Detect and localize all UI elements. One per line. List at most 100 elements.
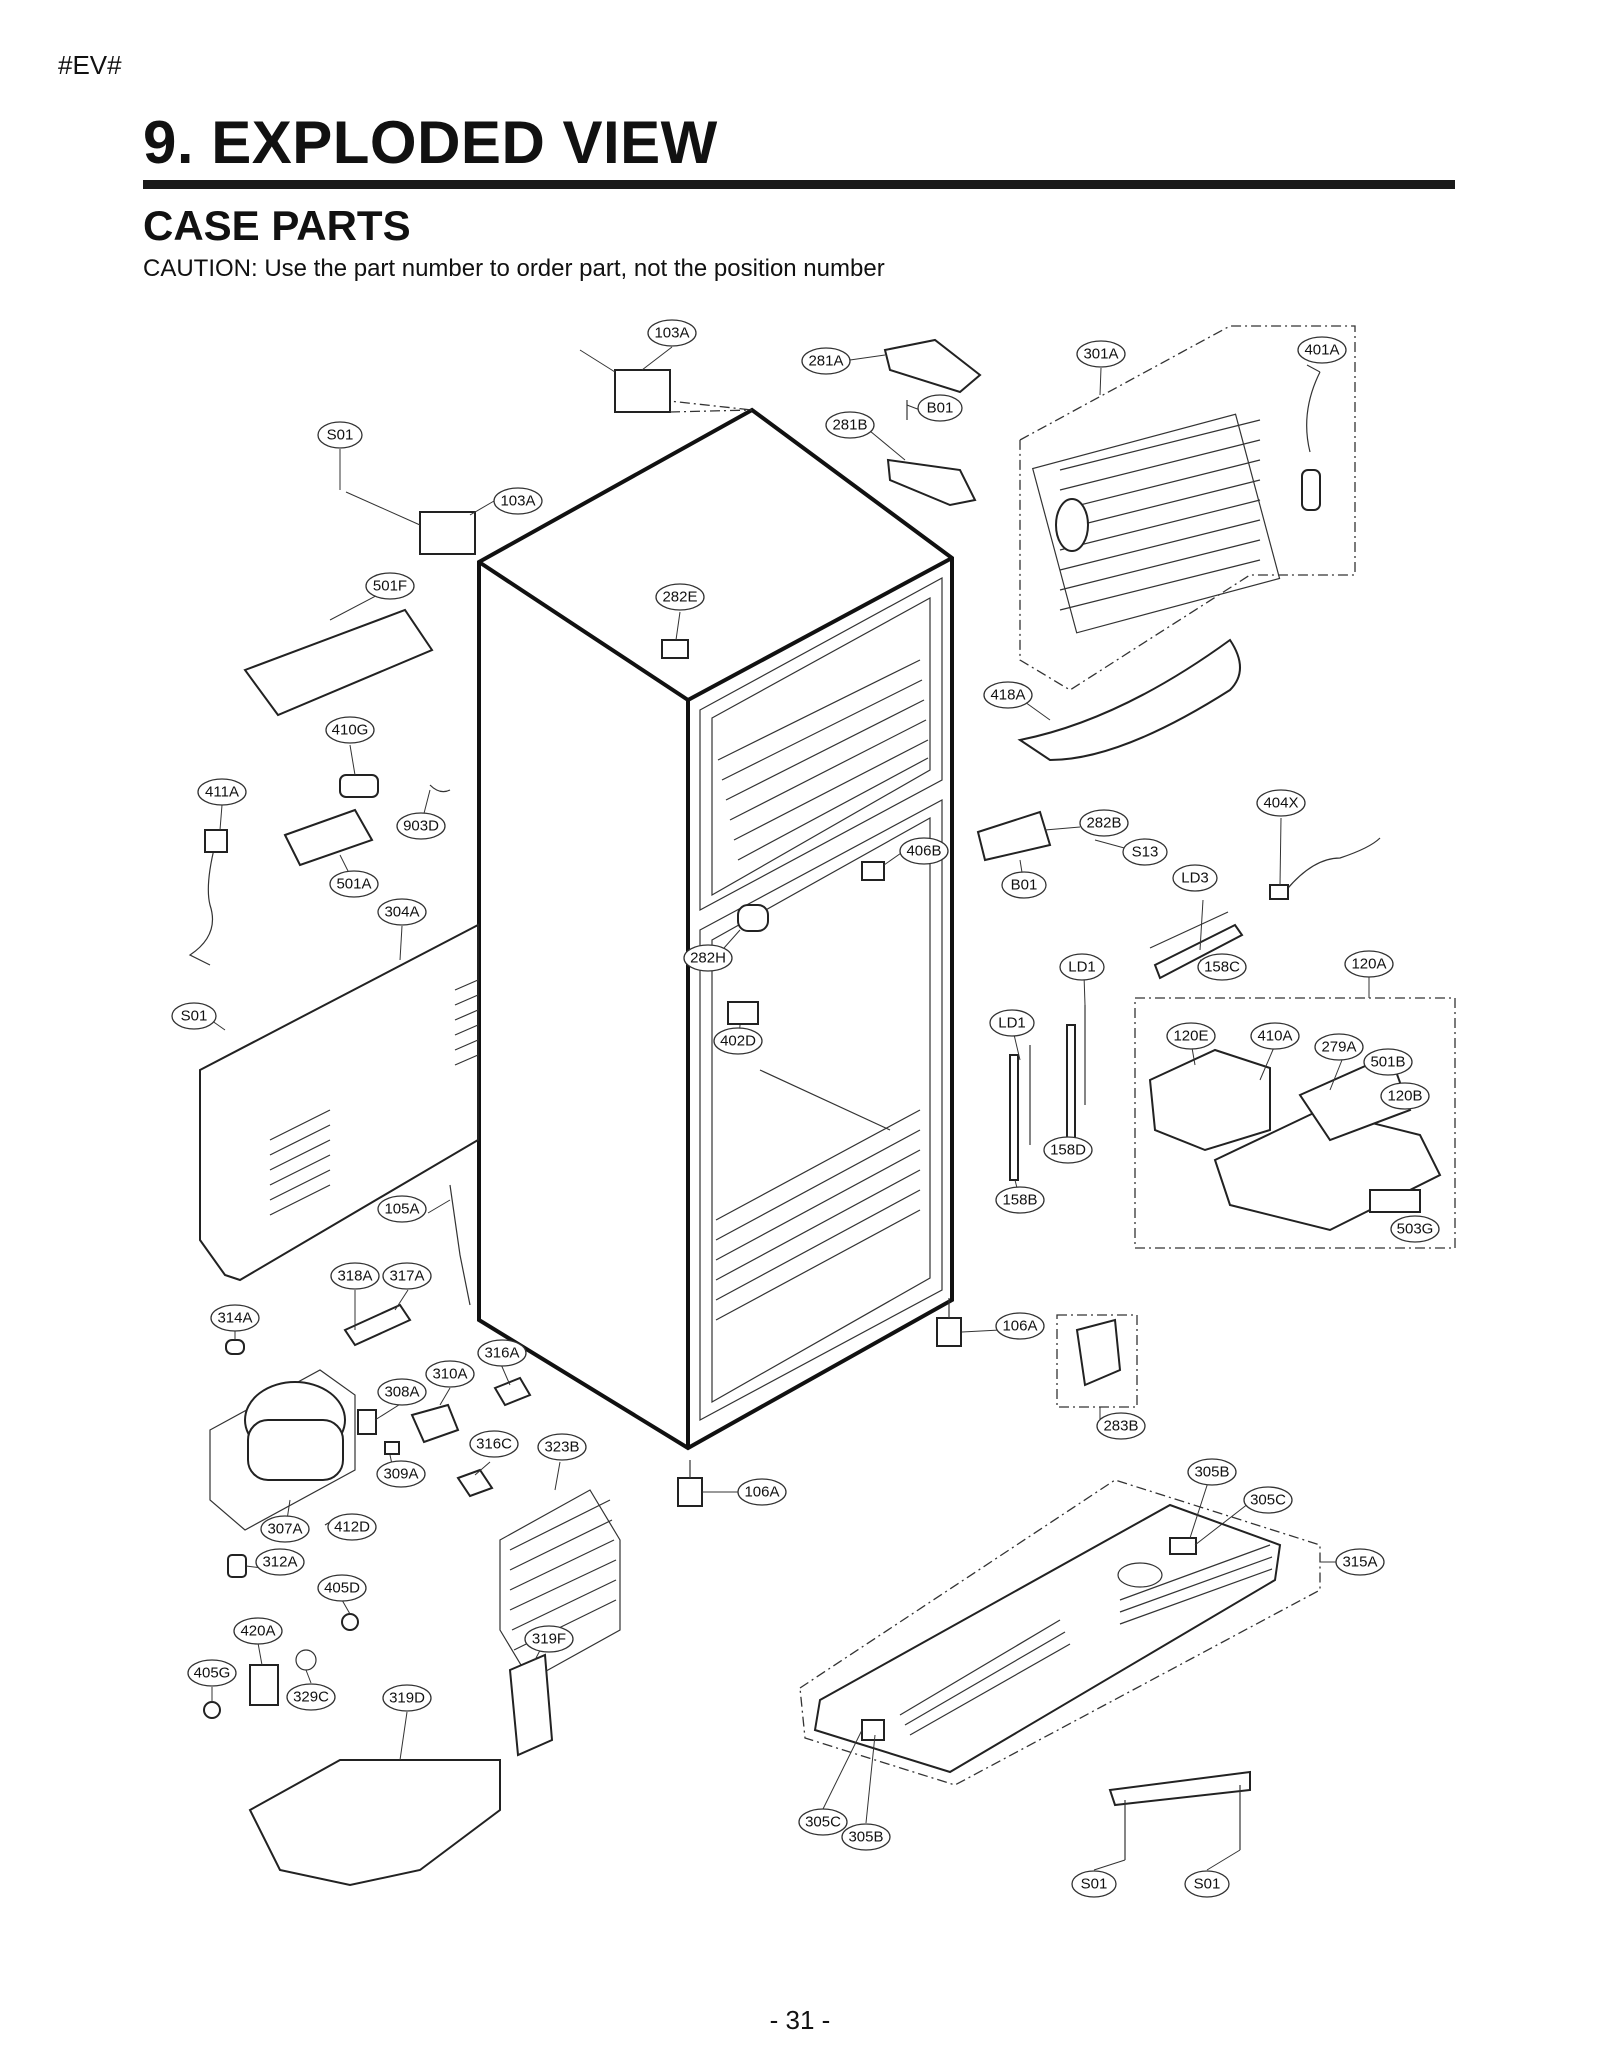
callout-281a: 281A <box>801 347 851 375</box>
svg-text:S01: S01 <box>1081 1876 1108 1893</box>
callout-s01-bottom-1: S01 <box>1071 1870 1117 1898</box>
middle-hinge-282b <box>976 810 1052 862</box>
svg-text:317A: 317A <box>389 1268 424 1285</box>
callout-120b: 120B <box>1380 1082 1430 1110</box>
svg-text:309A: 309A <box>383 1466 418 1483</box>
svg-text:404X: 404X <box>1263 795 1298 812</box>
callout-316a: 316A <box>477 1339 527 1367</box>
callout-319d: 319D <box>382 1684 432 1712</box>
main-pcb-501a <box>283 808 374 867</box>
page-title: 9. EXPLODED VIEW <box>143 109 718 176</box>
svg-text:501F: 501F <box>373 578 407 595</box>
svg-text:103A: 103A <box>500 493 535 510</box>
svg-text:B01: B01 <box>1011 877 1038 894</box>
callout-106a-right: 106A <box>995 1312 1045 1340</box>
callout-106a-bottom: 106A <box>737 1478 787 1506</box>
callout-301a: 301A <box>1076 340 1126 368</box>
svg-text:S01: S01 <box>327 427 354 444</box>
callout-317a: 317A <box>382 1262 432 1290</box>
svg-text:158B: 158B <box>1002 1192 1037 1209</box>
callout-318a: 318A <box>330 1262 380 1290</box>
page-tag: #EV# <box>58 50 122 80</box>
callout-503g: 503G <box>1390 1215 1440 1243</box>
svg-text:418A: 418A <box>990 687 1025 704</box>
relay-308a <box>357 1409 377 1435</box>
top-cover-103a-lower <box>419 511 476 555</box>
svg-text:305C: 305C <box>805 1814 841 1831</box>
title-rule <box>143 180 1455 189</box>
svg-text:318A: 318A <box>337 1268 372 1285</box>
fan-motor-420a <box>249 1664 279 1706</box>
callout-305b-bottom: 305B <box>841 1823 891 1851</box>
rubber-314a <box>225 1339 245 1355</box>
callout-281b: 281B <box>825 411 875 439</box>
condenser-323b <box>499 1489 621 1681</box>
refrigerator-cabinet <box>477 399 954 1451</box>
svg-text:315A: 315A <box>1342 1554 1377 1571</box>
svg-text:420A: 420A <box>240 1623 275 1640</box>
overload-relay-317a <box>343 1303 412 1347</box>
callout-s01-left: S01 <box>171 1002 217 1030</box>
svg-text:305C: 305C <box>1250 1492 1286 1509</box>
drain-cover-418a <box>1017 638 1241 762</box>
svg-text:401A: 401A <box>1304 342 1339 359</box>
callout-309a: 309A <box>376 1460 426 1488</box>
callout-501a: 501A <box>329 870 379 898</box>
pcb-cover-501f <box>243 608 434 717</box>
svg-text:279A: 279A <box>1321 1039 1356 1056</box>
cover-158c <box>1153 923 1244 980</box>
svg-text:106A: 106A <box>744 1484 779 1501</box>
svg-text:412D: 412D <box>334 1519 370 1536</box>
callout-903d: 903D <box>396 812 446 840</box>
callout-120e: 120E <box>1166 1022 1216 1050</box>
callout-283b: 283B <box>1096 1412 1146 1440</box>
callout-315a: 315A <box>1335 1548 1385 1576</box>
svg-text:S13: S13 <box>1132 844 1159 861</box>
callout-410a: 410A <box>1250 1022 1300 1050</box>
led-ld3 <box>1149 911 1229 949</box>
callout-319f: 319F <box>524 1625 574 1653</box>
callout-305c-top: 305C <box>1243 1486 1293 1514</box>
svg-text:410G: 410G <box>332 722 369 739</box>
hinge-cover-281a <box>883 338 982 394</box>
compressor-307a <box>209 1369 356 1531</box>
svg-text:120B: 120B <box>1387 1088 1422 1105</box>
svg-text:411A: 411A <box>205 784 239 801</box>
base-bracket <box>1108 1770 1251 1807</box>
svg-text:B01: B01 <box>927 400 954 417</box>
callout-308a: 308A <box>377 1378 427 1406</box>
control-box-120a <box>1134 997 1456 1249</box>
fan-329c <box>295 1649 317 1671</box>
callout-282b: 282B <box>1079 809 1129 837</box>
lower-hinge-283b-box <box>1056 1314 1138 1408</box>
callout-406b: 406B <box>899 837 949 865</box>
svg-text:120A: 120A <box>1351 956 1386 973</box>
part-405d <box>341 1613 359 1631</box>
callout-103a-top: 103A <box>647 319 697 347</box>
svg-text:329C: 329C <box>293 1689 329 1706</box>
part-405g <box>203 1701 221 1719</box>
leveling-leg-106a <box>677 1298 962 1507</box>
svg-text:106A: 106A <box>1002 1318 1037 1335</box>
callout-282e: 282E <box>655 583 705 611</box>
svg-text:282E: 282E <box>662 589 697 606</box>
svg-text:304A: 304A <box>384 904 419 921</box>
svg-text:158C: 158C <box>1204 959 1240 976</box>
callout-405d: 405D <box>317 1574 367 1602</box>
cover-158b <box>1009 1054 1019 1181</box>
svg-text:281A: 281A <box>808 353 843 370</box>
wire-903d <box>429 784 451 793</box>
svg-text:282B: 282B <box>1086 815 1121 832</box>
svg-text:503G: 503G <box>1397 1221 1434 1238</box>
sheet-316a <box>493 1376 532 1407</box>
part-312a <box>227 1554 247 1578</box>
svg-text:308A: 308A <box>384 1384 419 1401</box>
section-title: CASE PARTS <box>143 202 411 249</box>
caution-note: CAUTION: Use the part number to order pa… <box>143 255 885 282</box>
svg-text:323B: 323B <box>544 1439 579 1456</box>
upper-hinge-281b <box>886 458 977 507</box>
svg-text:316C: 316C <box>476 1436 512 1453</box>
callout-s13: S13 <box>1122 838 1168 866</box>
callout-410g: 410G <box>325 716 375 744</box>
lamp-case-402d <box>727 1001 759 1025</box>
